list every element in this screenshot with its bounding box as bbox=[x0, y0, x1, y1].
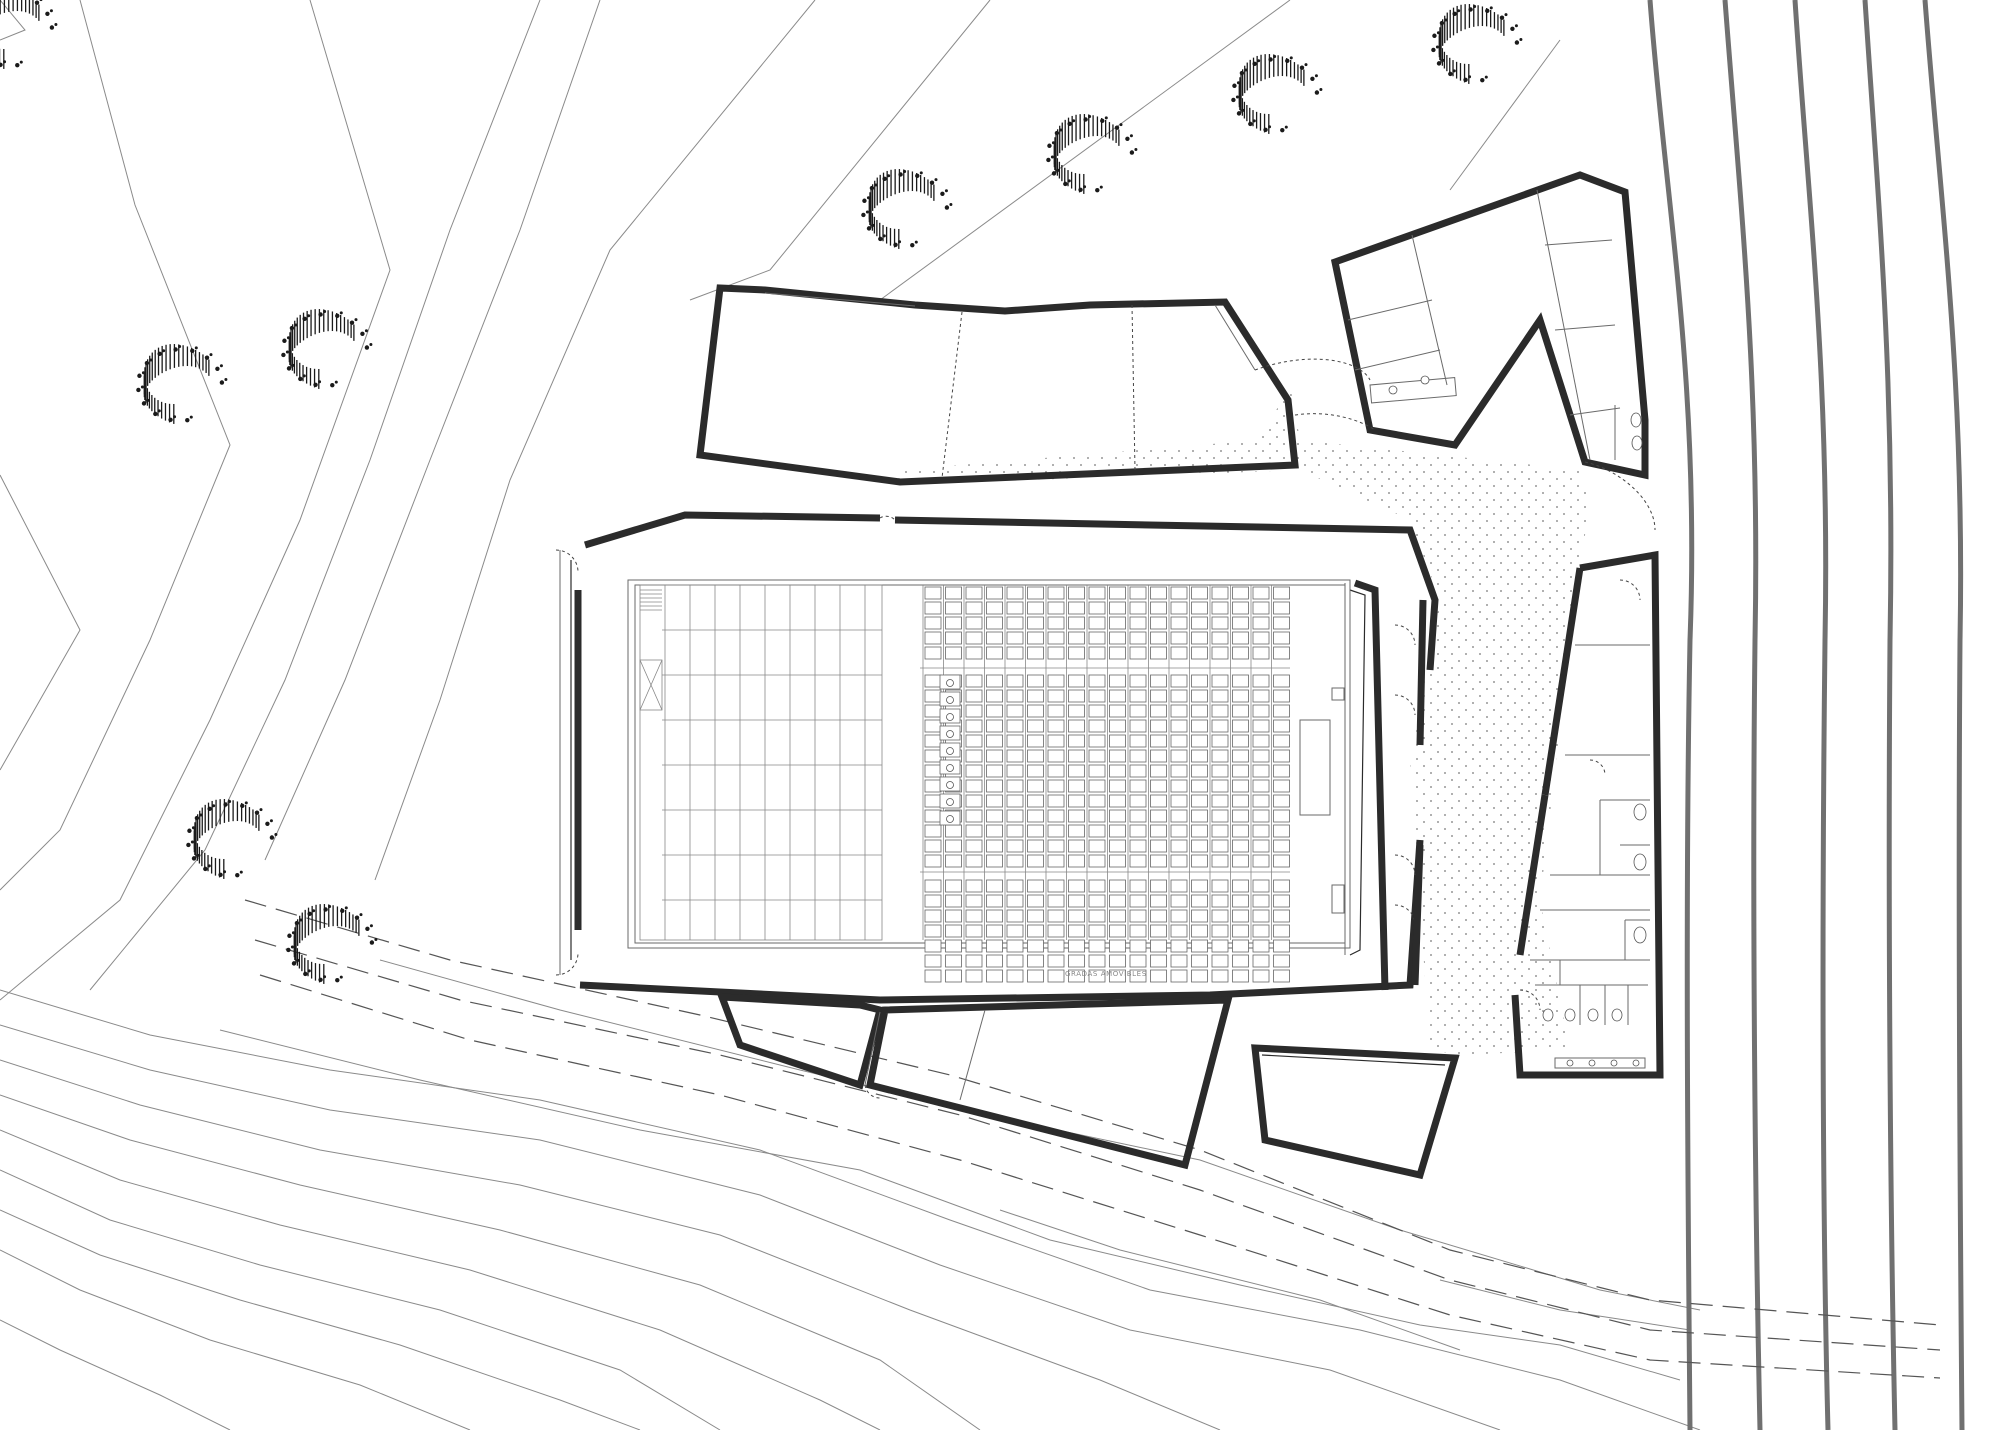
tree-icon bbox=[1046, 114, 1138, 194]
east-service-block bbox=[1511, 550, 1664, 1079]
tree-icon bbox=[286, 904, 378, 984]
wheelchair-space-icon bbox=[939, 759, 961, 775]
road-lines bbox=[1647, 0, 1965, 1430]
paved-plaza bbox=[895, 385, 1590, 1055]
north-annex bbox=[696, 284, 1299, 486]
wheelchair-space-icon bbox=[939, 793, 961, 809]
south-annexes bbox=[716, 993, 1460, 1180]
wheelchair-space-icon bbox=[939, 776, 961, 792]
tree-icon bbox=[1431, 4, 1523, 84]
audience-seats bbox=[920, 585, 1290, 983]
tree-icon bbox=[861, 169, 953, 249]
tree-icon bbox=[0, 0, 58, 69]
wheelchair-space-icon bbox=[939, 708, 961, 724]
tree-icon bbox=[281, 309, 373, 389]
wheelchair-space-icon bbox=[939, 691, 961, 707]
wheelchair-space-icon bbox=[939, 725, 961, 741]
wheelchair-space-icon bbox=[939, 674, 961, 690]
dashed-route-lines bbox=[244, 899, 1941, 1379]
trees bbox=[0, 0, 1523, 984]
stage-label: GRADAS AMOVIBLES bbox=[1065, 970, 1147, 978]
wheelchair-space-icon bbox=[939, 810, 961, 826]
tree-icon bbox=[186, 799, 278, 879]
movable-bleachers bbox=[639, 584, 883, 941]
contour-lines bbox=[0, 0, 1701, 1430]
tree-icon bbox=[136, 344, 228, 424]
tree-icon bbox=[1231, 54, 1323, 134]
main-hall bbox=[555, 511, 1439, 1004]
northeast-annex bbox=[1254, 171, 1656, 531]
wheelchair-space-icon bbox=[939, 742, 961, 758]
